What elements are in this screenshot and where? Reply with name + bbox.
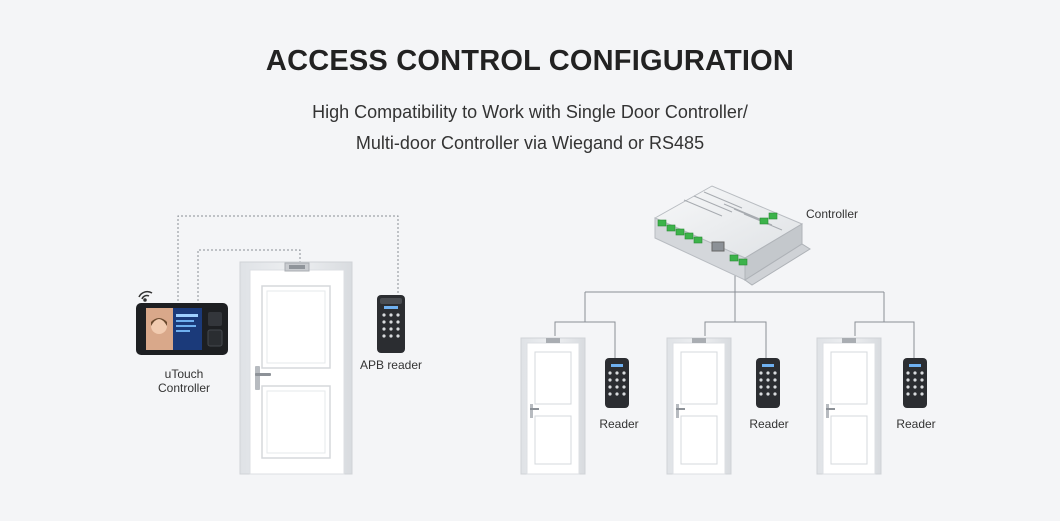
subtitle-line-1: High Compatibility to Work with Single D… <box>312 102 748 122</box>
card-reader-icon <box>605 358 629 408</box>
multi-door-controller-label: Controller <box>805 207 859 221</box>
door-icon <box>666 337 732 475</box>
reader-label-3: Reader <box>896 417 936 431</box>
door-icon <box>239 261 353 475</box>
reader-label-2: Reader <box>749 417 789 431</box>
utouch-label-line-1: uTouch <box>164 367 204 381</box>
card-reader-icon <box>377 295 405 353</box>
page-title: ACCESS CONTROL CONFIGURATION <box>265 45 795 77</box>
left-wiring <box>177 215 399 305</box>
card-reader-icon <box>903 358 927 408</box>
card-reader-icon <box>756 358 780 408</box>
door-3 <box>816 337 927 475</box>
touch-screen-icon <box>136 303 228 355</box>
door-icon <box>816 337 882 475</box>
utouch-controller-label: uTouch Controller <box>150 367 218 395</box>
door-2 <box>666 337 780 475</box>
reader-label-1: Reader <box>599 417 639 431</box>
subtitle-line-2: Multi-door Controller via Wiegand or RS4… <box>355 133 705 153</box>
door-icon <box>520 337 586 475</box>
controller-box-icon <box>653 185 811 286</box>
apb-reader-label: APB reader <box>359 358 423 372</box>
door-1 <box>520 337 629 475</box>
utouch-label-line-2: Controller <box>157 381 211 395</box>
wifi-icon <box>138 290 153 302</box>
bus-wiring <box>554 272 915 358</box>
